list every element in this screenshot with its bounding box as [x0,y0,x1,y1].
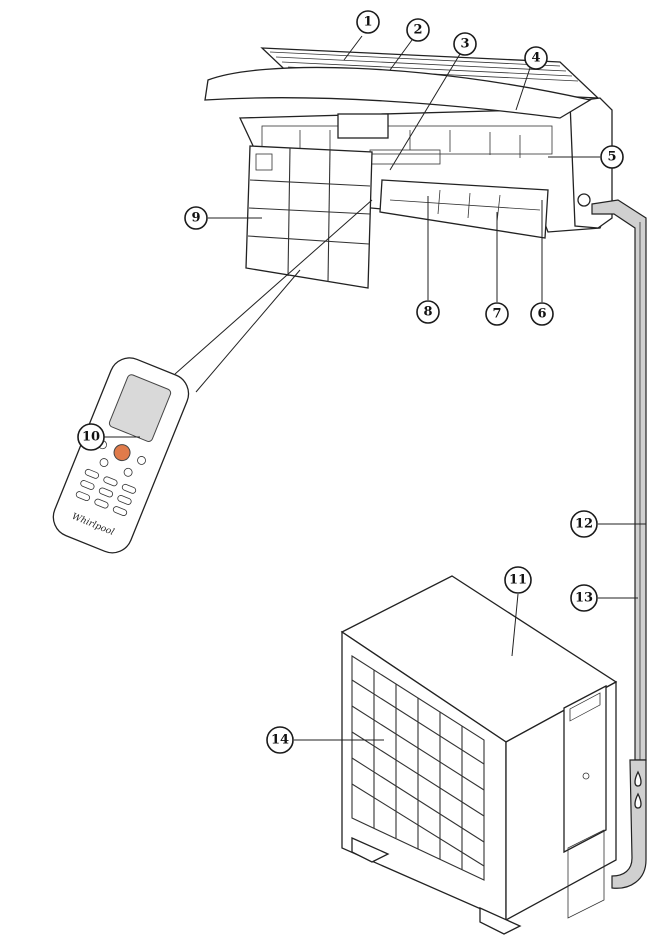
leader-lines [104,35,646,741]
callout-11: 11 [504,566,532,594]
svg-text:8: 8 [423,305,432,320]
svg-text:7: 7 [492,307,501,322]
callout-12: 12 [570,510,598,538]
svg-text:13: 13 [575,591,593,606]
callout-1: 1 [356,10,380,34]
fan-grille [351,654,485,881]
air-filter [245,145,373,289]
callout-7: 7 [485,302,509,326]
svg-text:9: 9 [191,211,200,226]
callout-13: 13 [570,584,598,612]
svg-text:11: 11 [509,573,527,588]
svg-text:14: 14 [271,733,289,748]
svg-text:10: 10 [82,430,100,445]
svg-text:5: 5 [607,150,616,165]
svg-text:6: 6 [537,307,546,322]
svg-text:1: 1 [363,15,372,30]
callout-4: 4 [524,46,548,70]
drip-icon [634,792,642,809]
outdoor-unit [340,575,618,935]
svg-text:12: 12 [575,517,593,532]
remote-display [108,374,172,442]
connection-pipe [591,199,647,889]
callout-10: 10 [77,423,105,451]
remote-buttons [75,440,146,516]
callout-6: 6 [530,302,554,326]
callout-5: 5 [600,145,624,169]
control-box [337,113,389,139]
callout-3: 3 [453,32,477,56]
callout-8: 8 [416,300,440,324]
svg-text:4: 4 [531,51,540,66]
power-icon [113,444,131,462]
heat-exchanger [261,125,553,155]
callout-14: 14 [266,726,294,754]
svg-text:3: 3 [460,37,469,52]
side-knob [577,193,591,207]
remote-control: Whirlpool [52,357,190,554]
svg-text:2: 2 [413,23,422,38]
louvre [379,179,549,239]
front-panel [204,66,592,119]
callout-9: 9 [184,206,208,230]
drip-icon [634,770,642,787]
service-panel [563,684,607,854]
callout-2: 2 [406,18,430,42]
